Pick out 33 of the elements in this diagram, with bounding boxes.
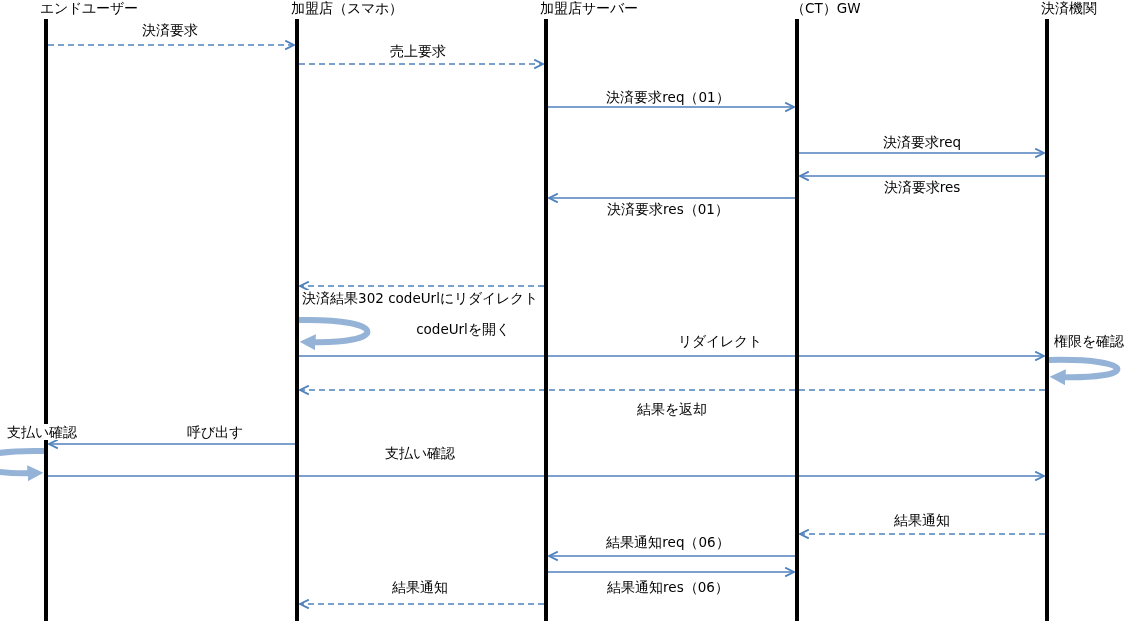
arrow [298, 350, 1045, 362]
participant-label: （CT）GW [791, 0, 861, 16]
participant-label: エンドユーザー [40, 0, 138, 16]
edge-label: 支払い確認 [383, 445, 457, 461]
arrow [299, 384, 1046, 396]
edge-label: 決済要求 [140, 22, 200, 38]
participant-label: 決済機関 [1041, 0, 1097, 16]
arrow [298, 58, 544, 70]
self-arrow [1049, 357, 1120, 386]
arrow [798, 147, 1045, 159]
arrow [48, 438, 296, 450]
edge-label: 呼び出す [185, 424, 245, 440]
arrow [799, 528, 1046, 540]
arrow [548, 550, 796, 562]
edge-label: 結果通知 [892, 512, 952, 528]
edge-label: 結果通知 [390, 579, 450, 595]
arrow [547, 566, 795, 578]
self-arrow [0, 448, 44, 482]
arrow [548, 192, 796, 204]
edge-label: 結果を返却 [635, 401, 709, 417]
arrow [547, 101, 795, 113]
arrow [47, 39, 295, 51]
participant-label: 加盟店サーバー [540, 0, 638, 16]
arrow [799, 170, 1046, 182]
edge-label: 支払い確認 [5, 424, 79, 440]
participant-label: 加盟店（スマホ） [291, 0, 403, 16]
edge-label: 決済要求res [881, 179, 963, 195]
self-arrow [299, 317, 371, 351]
edge-label: 売上要求 [388, 43, 448, 59]
arrow [299, 280, 545, 292]
edge-label: 権限を確認 [1052, 333, 1126, 349]
arrow [47, 470, 1045, 482]
arrow [299, 598, 545, 610]
